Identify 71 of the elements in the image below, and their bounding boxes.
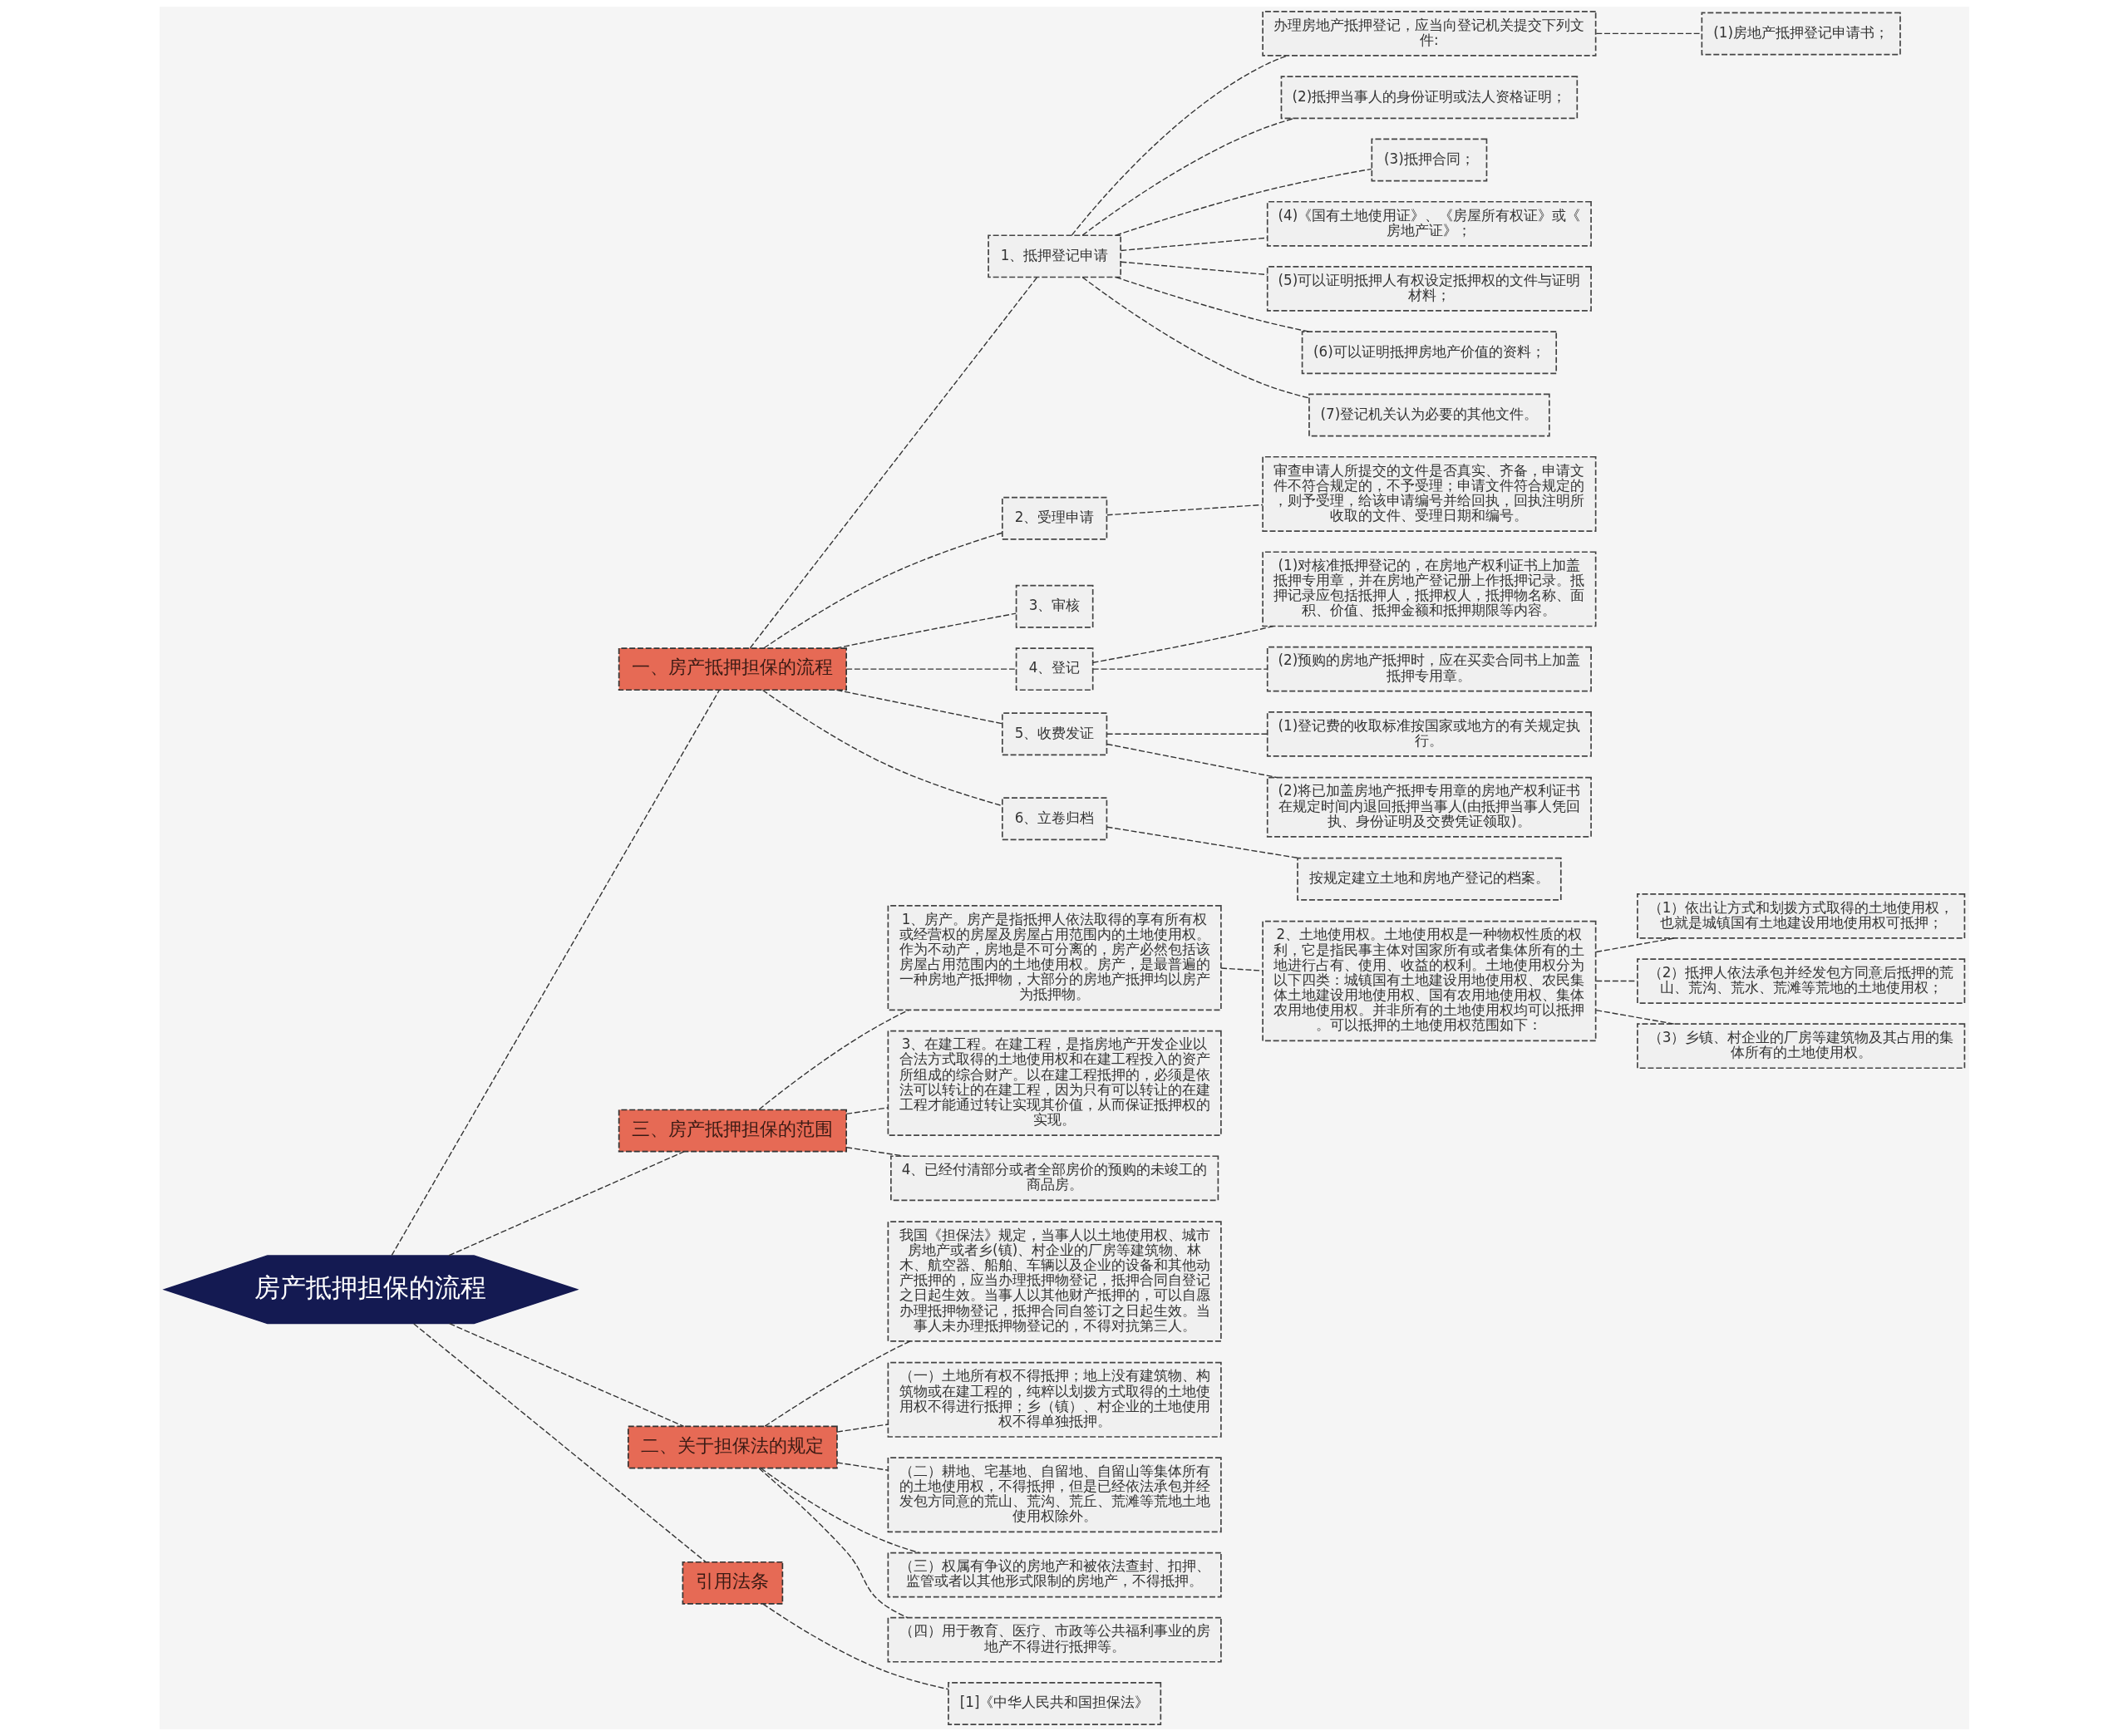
connector (835, 689, 1002, 725)
node-box: (4)《国有土地使用证》、《房屋所有权证》或《房地产证》； (1266, 200, 1592, 247)
node-box: (2)预购的房地产抵押时，应在买卖合同书上加盖抵押专用章。 (1266, 646, 1592, 692)
connector (835, 1424, 889, 1433)
node-box: （三）权属有争议的房地产和被依法查封、扣押、监管或者以其他形式限制的房地产，不得抵押。 (887, 1552, 1222, 1598)
node-box: 2、土地使用权。土地使用权是一种物权性质的权利，它是指民事主体对国家所有或者集体所有的土地进行占有、使用、收益的权利。土地使用权分为以下四类：城镇国有土地建设用地使用权、农民集体土地建设用地使用权、国有农用地使用权、集体农用地使用权。并非所有的土地使用权均可以抵押。可以抵押的土地使用权范围如下： (1261, 920, 1596, 1042)
node-box: 我国《担保法》规定，当事人以土地使用权、城市房地产或者乡(镇)、村企业的厂房等建筑物、林木、航空器、船舶、车辆以及企业的设备和其他动产抵押的，应当办理抵押物登记，抵押合同自登记之日起生效。当事人以其他财产抵押的，可以自愿办理抵押物登记，抵押合同自签订之日起生效。当事人未办理抵押物登记的，不得对抗第三人。 (887, 1221, 1222, 1342)
node-box: 审查申请人所提交的文件是否真实、齐备，申请文件不符合规定的，不予受理；申请文件符合规定的，则予受理，给该申请编号并给回执，回执注明所收取的文件、受理日期和编号。 (1261, 455, 1596, 532)
node-box: （一）土地所有权不得抵押；地上没有建筑物、构筑物或在建工程的，纯粹以划拨方式取得的土地使用权不得进行抵押；乡（镇）、村企业的土地使用权不得单独抵押。 (887, 1361, 1222, 1438)
connector (764, 1340, 910, 1427)
node-box: 2、受理申请 (1001, 496, 1107, 540)
connector (1091, 625, 1274, 663)
connector (845, 668, 1017, 670)
node-box: (2)抵押当事人的身份证明或法人资格证明； (1280, 76, 1578, 120)
node-box: (2)将已加盖房地产抵押专用章的房地产权利证书在规定时间内退回抵押当事人(由抵押当事人凭回执、身份证明及交费凭证领取)。 (1266, 776, 1592, 838)
node-box: （1）依出让方式和划拨方式取得的土地使用权，也就是城镇国有土地建设用地使用权可抵押； (1636, 893, 1965, 939)
connector (1106, 826, 1300, 859)
node-box: (6)可以证明抵押房地产价值的资料； (1301, 331, 1557, 375)
node-box: 6、立卷归档 (1001, 797, 1107, 841)
connector (835, 612, 1017, 649)
connector (760, 1468, 919, 1554)
node-box: (7)登记机关认为必要的其他文件。 (1308, 393, 1550, 437)
connector (1595, 1009, 1675, 1025)
node-box: 三、房产抵押担保的范围 (618, 1109, 847, 1153)
node-box: (1)登记费的收取标准按国家或地方的有关规定执行。 (1266, 711, 1592, 757)
connector (1595, 980, 1638, 982)
node-box: (3)抵押合同； (1370, 138, 1487, 182)
node-box: （四）用于教育、医疗、市政等公共福利事业的房地产不得进行抵押等。 (887, 1616, 1222, 1663)
node-box: 3、审核 (1015, 584, 1093, 628)
connector (835, 1462, 889, 1471)
node-box: (1)对核准抵押登记的，在房地产权利证书上加盖抵押专用章，并在房地产登记册上作抵押记录。抵押记录应包括抵押人，抵押权人，抵押物名称、面积、价值、抵押金额和抵押期限等内容。 (1261, 551, 1596, 627)
connector (761, 1603, 949, 1690)
connector (447, 1151, 685, 1257)
connector (1595, 937, 1675, 953)
connector (762, 532, 1002, 649)
node-box: (5)可以证明抵押人有权设定抵押权的文件与证明材料； (1266, 266, 1592, 312)
connector (1081, 276, 1309, 399)
node-box: 4、登记 (1015, 647, 1093, 691)
connector (758, 1009, 909, 1110)
node-box: [1]《中华人民共和国担保法》 (947, 1682, 1161, 1725)
connector (1081, 117, 1295, 236)
connector (1091, 668, 1268, 670)
connector (1595, 32, 1702, 35)
node-box: 二、关于担保法的规定 (627, 1425, 838, 1469)
connector (1115, 168, 1372, 236)
connector (391, 689, 720, 1257)
node-box: 1、抵押登记申请 (987, 234, 1121, 278)
connector (845, 1107, 889, 1115)
node-box: 办理房地产抵押登记，应当向登记机关提交下列文件: (1261, 11, 1596, 57)
connector (412, 1323, 706, 1563)
node-box: 1、房产。房产是指抵押人依法取得的享有所有权或经营权的房屋及房屋占用范围内的土地使用权。作为不动产，房地是不可分离的，房产必然包括该房屋占用范围内的土地使用权。房产，是最普遍的一种房地产抵押物，大部分的房地产抵押均以房产为抵押物。 (887, 905, 1222, 1011)
node-box: 3、在建工程。在建工程，是指房地产开发企业以合法方式取得的土地使用权和在建工程投入的资产所组成的综合财产。以在建工程抵押的，必须是依法可以转让的在建工程，因为只有可以转让的在建工程才能通过转让实现其价值，从而保证抵押权的实现。 (887, 1030, 1222, 1136)
connector (1115, 276, 1309, 332)
node-box: （二）耕地、宅基地、自留地、自留山等集体所有的土地使用权，不得抵押，但是已经依法承包并经发包方同意的荒山、荒沟、荒丘、荒滩等荒地土地使用权除外。 (887, 1457, 1222, 1533)
node-box: 4、已经付清部分或者全部房价的预购的未竣工的商品房。 (889, 1155, 1219, 1202)
connector (1219, 967, 1264, 971)
node-box: 5、收费发证 (1001, 712, 1107, 756)
connector (448, 1323, 684, 1428)
connector (758, 1468, 909, 1619)
connector (749, 276, 1037, 649)
node-box: 引用法条 (682, 1561, 783, 1605)
connector (1106, 733, 1268, 735)
node-box: （2）抵押人依法承包并经发包方同意后抵押的荒山、荒沟、荒水、荒滩等荒地的土地使用权； (1636, 958, 1965, 1004)
connector (761, 689, 1002, 807)
node-box: （3）乡镇、村企业的厂房等建筑物及其占用的集体所有的土地使用权。 (1636, 1023, 1965, 1070)
node-box: 按规定建立土地和房地产登记的档案。 (1296, 857, 1562, 901)
node-box: 一、房产抵押担保的流程 (618, 647, 847, 691)
node-box: (1)房地产抵押登记申请书； (1701, 12, 1901, 56)
connector (845, 1147, 905, 1157)
connector (1106, 743, 1278, 779)
connector (1106, 504, 1264, 516)
